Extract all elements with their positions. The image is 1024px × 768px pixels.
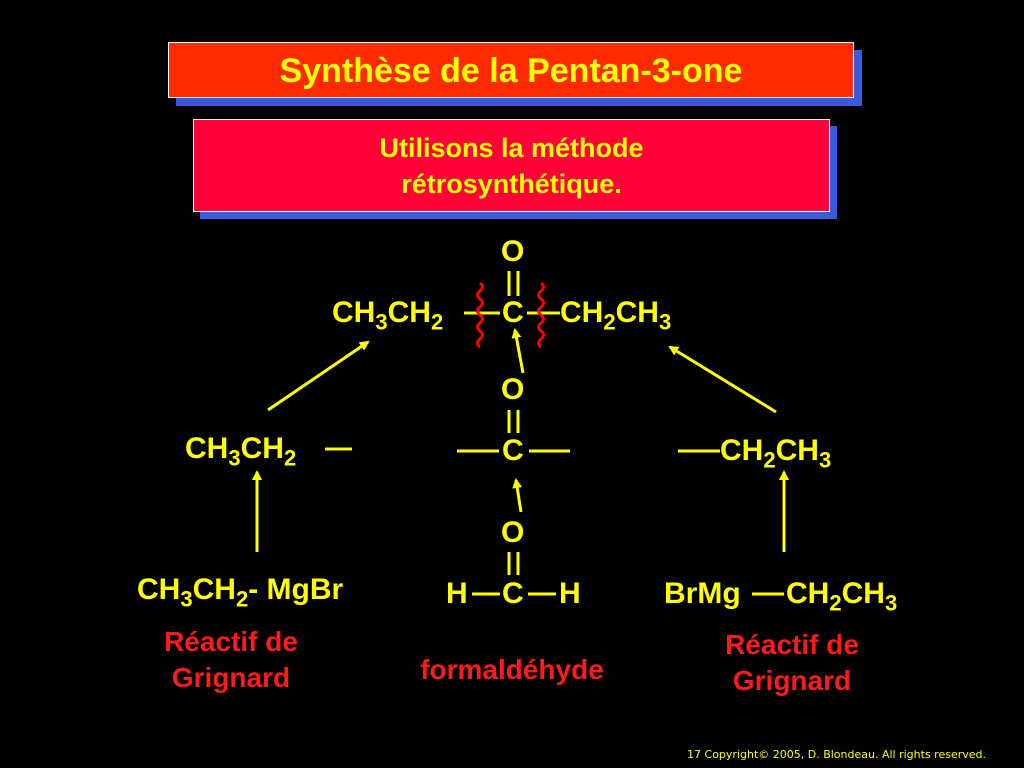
target-right-sub-3: 3: [658, 309, 672, 335]
left-reagent-sub-3: 3: [180, 586, 193, 612]
page-title: Synthèse de la Pentan-3-one: [168, 42, 854, 98]
subtitle-line-1: Utilisons la méthode: [379, 133, 644, 163]
formaldehyde-carbon: C: [502, 577, 524, 610]
left-synthon: CH3CH2: [185, 432, 296, 469]
subtitle-box: Utilisons la méthode rétrosynthétique.: [193, 119, 830, 212]
right-reagent-label: Réactif de Grignard: [692, 627, 892, 699]
synthon-oxygen: O: [501, 373, 525, 406]
right-reagent-sub-3: 3: [884, 590, 898, 616]
left-synthon-sub-2: 2: [283, 445, 297, 471]
right-reagent-brmg: BrMg: [664, 577, 741, 610]
right-reagent: CH2CH3: [786, 577, 897, 614]
right-synthon-sub-2: 2: [763, 447, 776, 473]
target-left-ch3: CH: [332, 296, 376, 329]
right-reagent-sub-2: 2: [829, 590, 842, 616]
target-right-ch3: CH: [615, 296, 659, 329]
left-reagent-dash: -: [248, 573, 259, 606]
target-left-ch2: CH: [387, 296, 431, 329]
right-reagent-ch3: CH: [841, 577, 885, 610]
arrow-left-diagonal: [267, 340, 370, 412]
left-reagent: CH3CH2- MgBr: [137, 573, 344, 610]
formaldehyde-label: formaldéhyde: [420, 654, 604, 685]
left-synthon-ch3: CH: [185, 432, 229, 465]
target-left-sub-2: 2: [430, 309, 444, 335]
left-synthon-ch2: CH: [240, 432, 284, 465]
target-oxygen: O: [501, 235, 525, 268]
left-reagent-sub-2: 2: [235, 586, 249, 612]
disconnection-wavy-right: [537, 281, 545, 349]
left-reagent-mgbr: MgBr: [266, 573, 344, 606]
left-synthon-sub-3: 3: [228, 445, 241, 471]
right-synthon-ch2: CH: [720, 434, 764, 467]
right-label-line-1: Réactif de: [725, 629, 859, 660]
right-reagent-ch2: CH: [786, 577, 830, 610]
formaldehyde-h-right: H: [559, 577, 581, 610]
arrow-center-lower: [512, 478, 523, 513]
copyright-notice: 17 Copyright© 2005, D. Blondeau. All rig…: [687, 748, 986, 761]
target-left-group: CH3CH2: [332, 296, 443, 333]
arrow-right-diagonal: [668, 345, 777, 414]
formaldehyde-h-left: H: [446, 577, 468, 610]
arrow-center-upper: [511, 328, 525, 374]
right-label-line-2: Grignard: [732, 665, 852, 696]
left-reagent-label: Réactif de Grignard: [131, 624, 331, 696]
target-left-sub-3: 3: [375, 309, 388, 335]
target-right-ch2: CH: [560, 296, 604, 329]
subtitle-line-2: rétrosynthétique.: [401, 169, 622, 199]
left-reagent-ch3: CH: [137, 573, 181, 606]
left-label-line-1: Réactif de: [164, 626, 298, 657]
right-synthon-ch3: CH: [775, 434, 819, 467]
disconnection-wavy-left: [476, 281, 484, 349]
left-label-line-2: Grignard: [171, 662, 291, 693]
left-reagent-ch2: CH: [192, 573, 236, 606]
target-right-sub-2: 2: [603, 309, 616, 335]
right-synthon-sub-3: 3: [818, 447, 832, 473]
target-carbon: C: [502, 296, 524, 329]
formaldehyde-oxygen: O: [501, 516, 525, 549]
synthon-carbon: C: [502, 434, 524, 467]
target-right-group: CH2CH3: [560, 296, 671, 333]
right-synthon: CH2CH3: [720, 434, 831, 471]
